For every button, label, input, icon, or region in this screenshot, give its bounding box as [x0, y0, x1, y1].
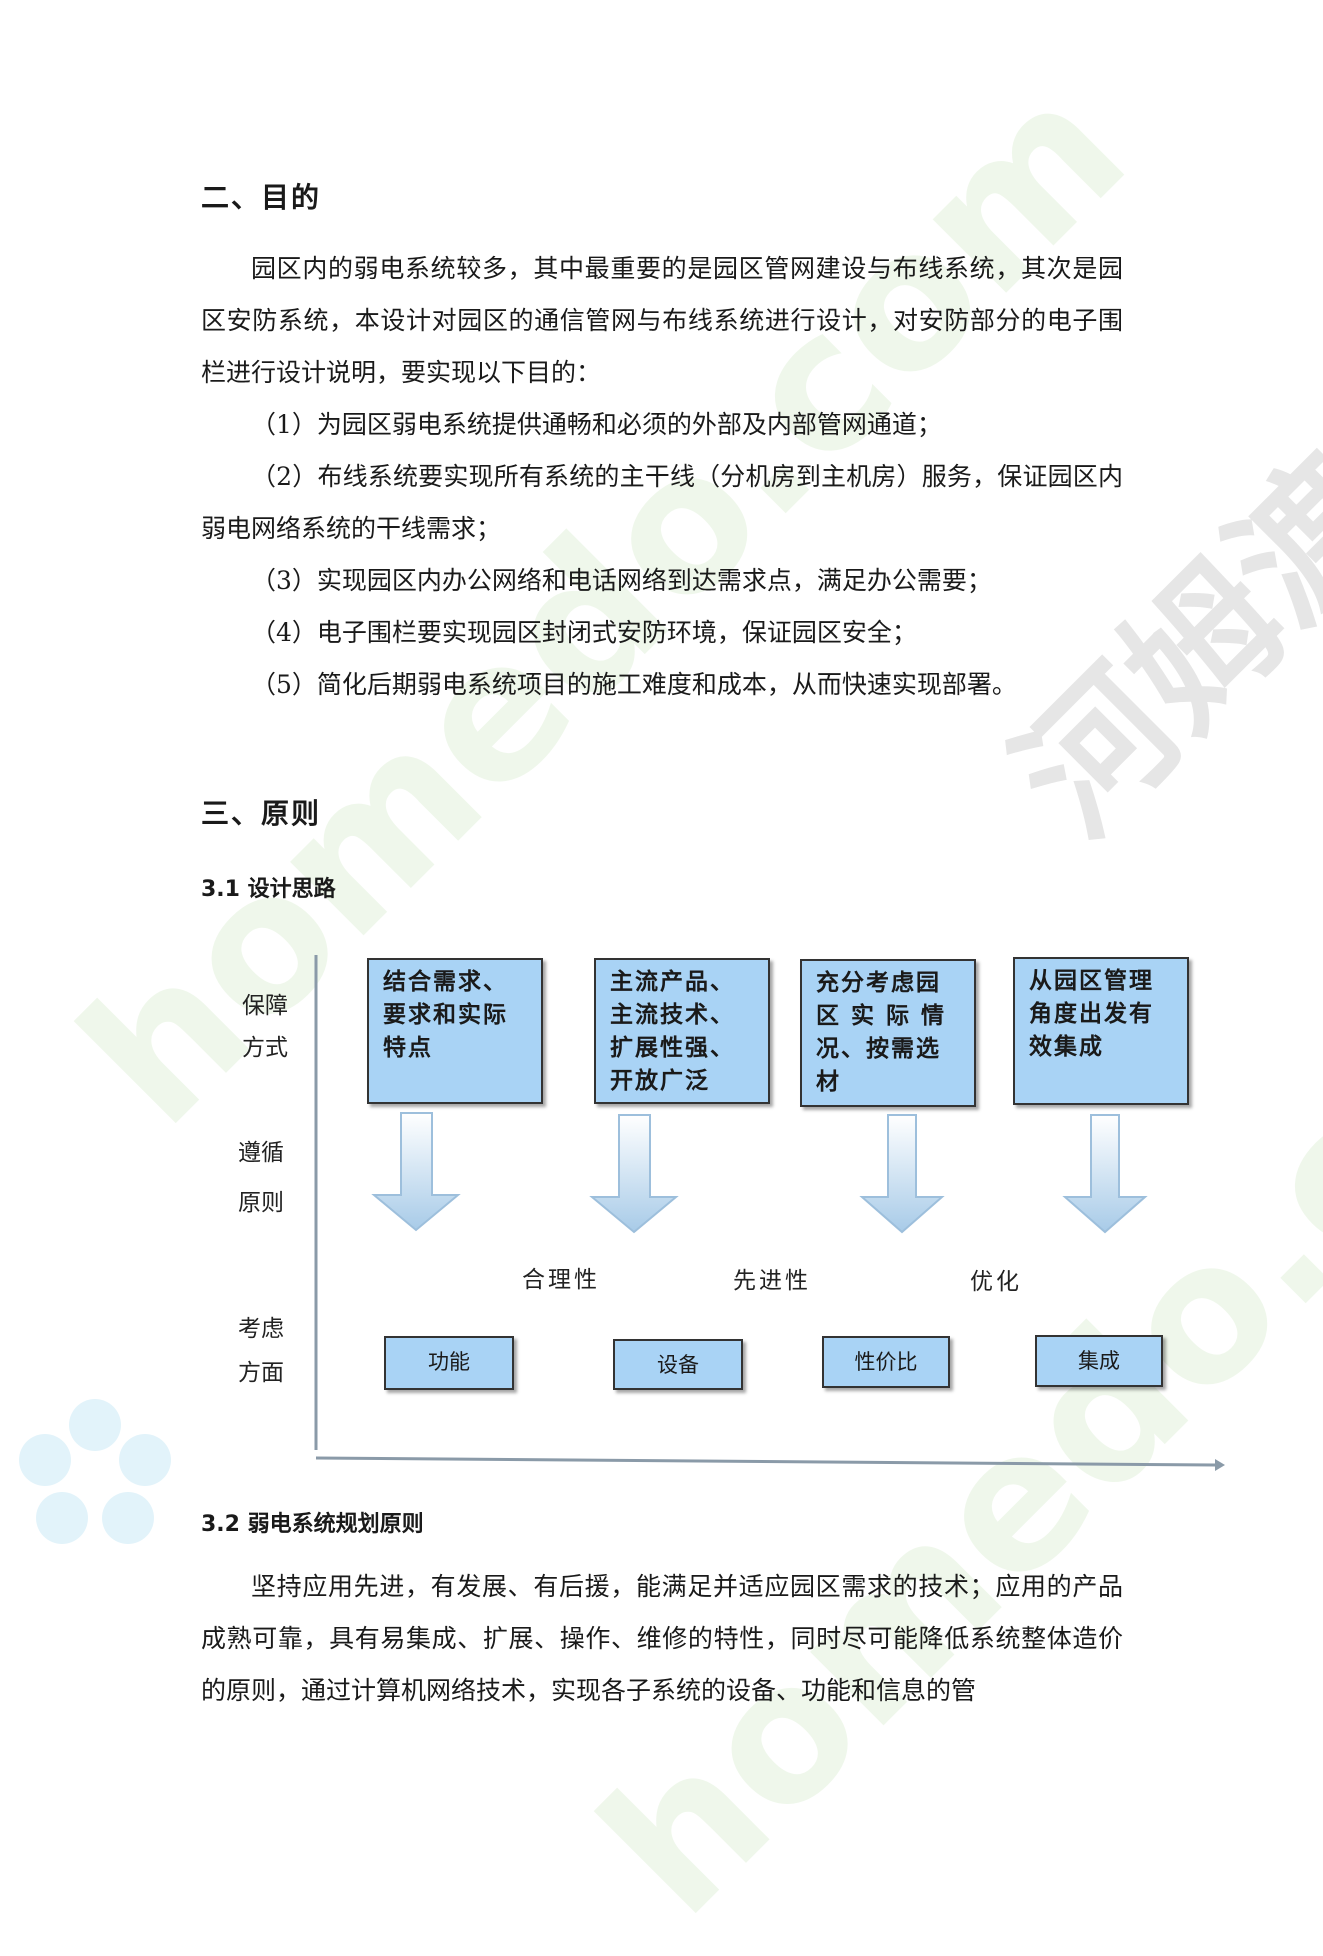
down-arrow-icon	[859, 1114, 945, 1234]
subsection-heading: 3.1 设计思路	[201, 877, 336, 902]
aspect-box: 集成	[1035, 1335, 1163, 1387]
row-label: 保障 方式	[242, 993, 288, 1061]
principle-label: 先进性	[733, 1268, 811, 1294]
approach-box: 充分考虑园 区 实 际 情 况、按需选 材	[800, 959, 976, 1107]
down-arrow-icon	[1062, 1114, 1148, 1234]
approach-box: 从园区管理 角度出发有 效集成	[1013, 957, 1189, 1105]
paragraph: 园区内的弱电系统较多，其中最重要的是园区管网建设与布线系统，其次是园区安防系统，…	[201, 254, 1123, 387]
subsection-heading: 3.2 弱电系统规划原则	[201, 1512, 424, 1537]
principle-label: 合理性	[522, 1267, 600, 1293]
aspect-box: 功能	[384, 1336, 514, 1390]
approach-box: 主流产品、 主流技术、 扩展性强、 开放广泛	[594, 958, 770, 1104]
design-approach-diagram: 保障 方式 遵循 原则 考虑 方面 结合需求、 要求和实际 特点 主流产品、 主…	[220, 945, 1230, 1475]
down-arrow-icon	[589, 1114, 679, 1234]
row-label: 遵循 原则	[238, 1140, 284, 1216]
list-item: （4）电子围栏要实现园区封闭式安防环境，保证园区安全；	[251, 618, 917, 647]
list-item: （2）布线系统要实现所有系统的主干线（分机房到主机房）服务，保证园区内弱电网络系…	[201, 462, 1123, 543]
aspect-box: 设备	[613, 1339, 743, 1390]
axis-arrowhead-icon	[1215, 1459, 1225, 1471]
paragraph: 坚持应用先进，有发展、有后援，能满足并适应园区需求的技术；应用的产品成熟可靠，具…	[201, 1572, 1123, 1705]
section-heading: 二、目的	[201, 181, 322, 214]
objectives-list: （1）为园区弱电系统提供通畅和必须的外部及内部管网通道； （2）布线系统要实现所…	[201, 399, 1123, 711]
diagram-axes	[314, 955, 1225, 1471]
list-item: （5）简化后期弱电系统项目的施工难度和成本，从而快速实现部署。	[251, 670, 1017, 699]
approach-box: 结合需求、 要求和实际 特点	[367, 958, 543, 1104]
row-label: 考虑 方面	[238, 1316, 284, 1386]
aspect-box: 性价比	[822, 1336, 950, 1388]
document-page: homedo.com homedo.com 河姆渡 二、目的 园区内的弱电系统较…	[19, 39, 1323, 1956]
list-item: （1）为园区弱电系统提供通畅和必须的外部及内部管网通道；	[251, 410, 942, 439]
list-item: （3）实现园区内办公网络和电话网络到达需求点，满足办公需要；	[251, 566, 992, 595]
watermark-flower-icon	[19, 1399, 171, 1544]
horizontal-axis	[315, 1456, 1216, 1467]
principle-label: 优化	[970, 1269, 1022, 1295]
down-arrow-icon	[371, 1112, 461, 1232]
section-heading: 三、原则	[201, 797, 322, 830]
